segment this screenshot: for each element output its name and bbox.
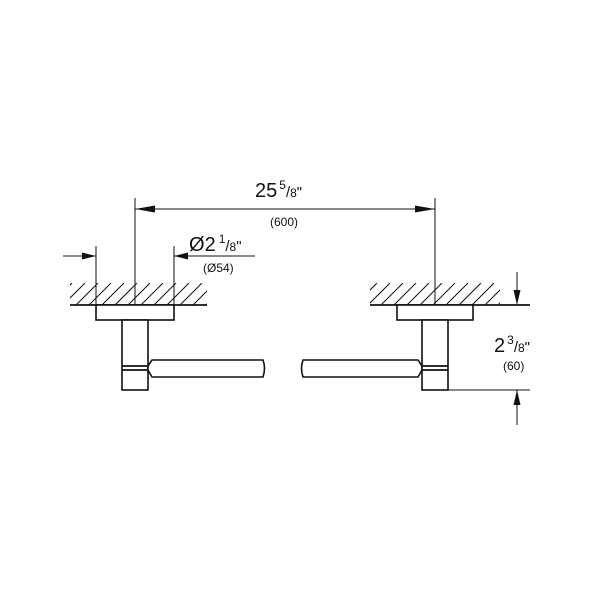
right-bar-segment bbox=[300, 359, 423, 378]
right-flange bbox=[396, 304, 474, 321]
diameter-metric: (Ø54) bbox=[203, 261, 234, 275]
left-wall-hatch bbox=[70, 283, 207, 305]
right-wall-hatch bbox=[370, 283, 500, 305]
left-bracket bbox=[95, 304, 175, 391]
left-post bbox=[121, 319, 149, 391]
right-post bbox=[421, 319, 449, 391]
length-metric: (600) bbox=[270, 215, 298, 229]
left-bar-segment bbox=[147, 359, 266, 378]
left-flange bbox=[95, 304, 175, 321]
projection-metric: (60) bbox=[503, 359, 524, 373]
